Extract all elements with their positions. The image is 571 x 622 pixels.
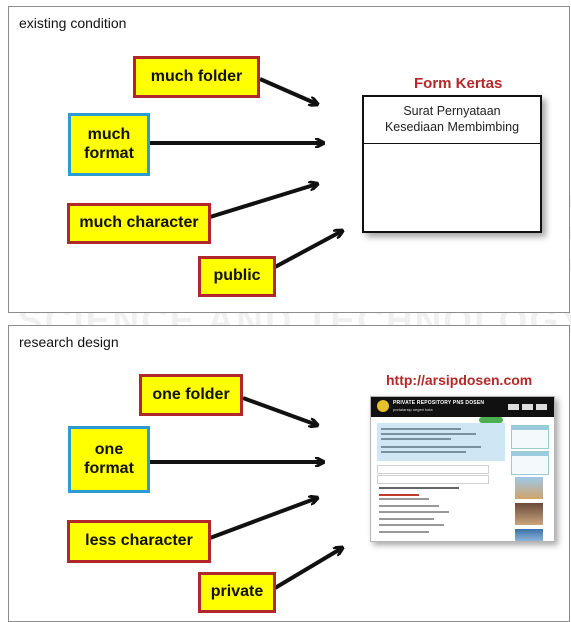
- logo-icon: [377, 400, 389, 412]
- form-line1: Surat Pernyataan: [403, 104, 501, 119]
- website-green-badge: [479, 417, 503, 423]
- arrows: [150, 396, 569, 590]
- much-folder-label: much folder: [150, 67, 243, 85]
- panel-label: research design: [19, 334, 119, 350]
- much-folder-box: much folder: [133, 56, 260, 98]
- format-line2: format: [84, 459, 134, 477]
- arrow-character: [209, 498, 317, 540]
- public-label: public: [213, 267, 261, 285]
- arrow-folder: [242, 396, 317, 425]
- website-sidebar-widget: [511, 425, 549, 449]
- private-label: private: [210, 583, 264, 601]
- existing-condition-panel: existing condition much folder much form…: [8, 6, 570, 313]
- website-title: PRIVATE REPOSITORY PNS DOSEN: [393, 400, 485, 406]
- form-line2: Kesediaan Membimbing: [384, 120, 520, 134]
- format-line2: format: [84, 144, 134, 162]
- website-header: PRIVATE REPOSITORY PNS DOSEN portalarsip…: [371, 397, 554, 417]
- website-url: http://arsipdosen.com: [386, 372, 533, 388]
- one-folder-label: one folder: [152, 385, 230, 403]
- arrow-access: [274, 231, 342, 269]
- arrow-folder: [259, 77, 317, 104]
- private-box: private: [198, 572, 276, 613]
- less-character-box: less character: [67, 520, 211, 563]
- format-line1: much: [87, 126, 131, 144]
- research-design-panel: research design one folder one format le…: [8, 325, 570, 622]
- website-link-row: [377, 475, 489, 484]
- website-photo: [515, 477, 543, 499]
- paper-form-header: Surat Pernyataan Kesediaan Membimbing: [364, 97, 540, 144]
- format-line1: one: [94, 441, 124, 459]
- much-character-label: much character: [79, 214, 199, 232]
- less-character-label: less character: [85, 532, 193, 550]
- public-box: public: [198, 256, 276, 297]
- panel-label: existing condition: [19, 15, 127, 31]
- website-banner: [377, 423, 505, 461]
- one-format-box: one format: [68, 426, 150, 493]
- website-photo: [515, 529, 543, 541]
- arrows: [149, 77, 569, 269]
- much-format-box: much format: [68, 113, 150, 176]
- one-folder-box: one folder: [139, 374, 243, 416]
- website-link-row: [377, 465, 489, 474]
- paper-form: Surat Pernyataan Kesediaan Membimbing: [362, 95, 542, 233]
- much-character-box: much character: [67, 203, 211, 244]
- nav-buttons: [508, 404, 548, 410]
- website-screenshot: PRIVATE REPOSITORY PNS DOSEN portalarsip…: [370, 396, 555, 542]
- form-kertas-title: Form Kertas: [414, 75, 503, 92]
- website-photo: [515, 503, 543, 525]
- website-content: [379, 487, 489, 537]
- website-subtitle: portalarsip negeri kota: [393, 407, 433, 412]
- arrow-access: [273, 548, 342, 590]
- arrow-character: [209, 184, 317, 219]
- website-sidebar-widget: [511, 451, 549, 475]
